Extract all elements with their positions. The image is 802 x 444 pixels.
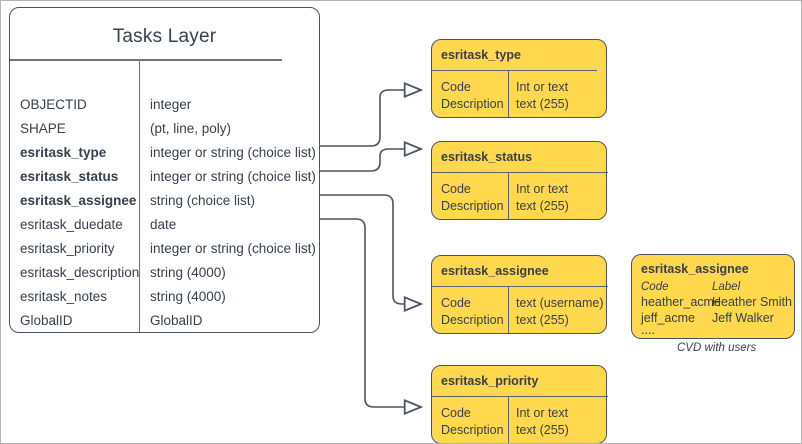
tasks-layer-title: Tasks Layer: [112, 26, 217, 47]
field-type-objectid: integer: [150, 97, 192, 112]
cvd-box-header-label: Label: [712, 281, 741, 293]
domain-box-esritask-priority-left-code: Code: [441, 406, 471, 420]
domain-box-esritask-assignee-right-desc: text (255): [516, 313, 569, 327]
field-type-esritask-duedate: date: [150, 217, 177, 232]
domain-box-esritask-priority-left-desc: Description: [441, 423, 504, 437]
field-name-esritask-notes: esritask_notes: [20, 289, 108, 304]
domain-box-esritask-type-right-desc: text (255): [516, 97, 569, 111]
domain-box-esritask-priority-right-code: Int or text: [516, 406, 569, 420]
domain-box-esritask-status-title: esritask_status: [441, 150, 533, 164]
field-type-esritask-assignee: string (choice list): [150, 193, 256, 208]
cvd-box-row-label-0: Heather Smith: [712, 295, 792, 309]
field-name-globalid: GlobalID: [20, 313, 73, 328]
domain-box-esritask-type[interactable]: esritask_type Code Description Int or te…: [431, 39, 607, 118]
cvd-box-caption: CVD with users: [677, 342, 757, 354]
field-name-esritask-type: esritask_type: [20, 145, 107, 160]
domain-box-esritask-status-left-code: Code: [441, 182, 471, 196]
tasks-layer-entity[interactable]: Tasks Layer OBJECTID integer SHAPE (pt, …: [9, 7, 320, 333]
domain-box-esritask-priority[interactable]: esritask_priority Code Description Int o…: [431, 365, 608, 443]
edge-to-esritask-type: [320, 90, 421, 147]
domain-box-esritask-assignee-hdivider: [432, 286, 608, 288]
tasks-layer-header-divider: [10, 59, 282, 61]
field-name-esritask-status: esritask_status: [20, 169, 119, 184]
cvd-box-esritask-assignee[interactable]: esritask_assignee Code Label heather_acm…: [631, 254, 795, 339]
cvd-box-ellipsis: ....: [641, 323, 655, 337]
field-name-esritask-duedate: esritask_duedate: [20, 217, 123, 232]
domain-box-esritask-priority-title: esritask_priority: [441, 374, 539, 388]
field-type-esritask-notes: string (4000): [150, 289, 226, 304]
field-type-globalid: GlobalID: [150, 313, 203, 328]
cvd-box-row-code-0: heather_acme: [641, 295, 721, 309]
domain-box-esritask-status-hdivider: [432, 172, 608, 174]
field-name-esritask-priority: esritask_priority: [20, 241, 115, 256]
field-name-objectid: OBJECTID: [20, 97, 87, 112]
domain-box-esritask-assignee-right-code: text (username): [516, 296, 604, 310]
field-type-esritask-description: string (4000): [150, 265, 226, 280]
domain-box-esritask-assignee-left-code: Code: [441, 296, 471, 310]
cvd-box-title: esritask_assignee: [641, 262, 749, 276]
domain-box-esritask-type-left-desc: Description: [441, 97, 504, 111]
field-type-esritask-priority: integer or string (choice list): [150, 241, 316, 256]
domain-box-esritask-status[interactable]: esritask_status Code Description Int or …: [431, 141, 608, 220]
field-name-esritask-description: esritask_description: [20, 265, 140, 280]
domain-box-esritask-status-right-code: Int or text: [516, 182, 569, 196]
domain-box-esritask-assignee-vdivider: [508, 286, 510, 333]
edge-to-esritask-priority: [320, 218, 421, 407]
domain-box-esritask-priority-right-desc: text (255): [516, 423, 569, 437]
tasks-layer-column-divider: [139, 59, 141, 332]
domain-box-esritask-priority-hdivider: [432, 396, 608, 398]
field-name-esritask-assignee: esritask_assignee: [20, 193, 137, 208]
domain-box-esritask-priority-vdivider: [508, 396, 510, 443]
field-type-esritask-type: integer or string (choice list): [150, 145, 316, 160]
domain-box-esritask-type-right-code: Int or text: [516, 80, 569, 94]
field-type-esritask-status: integer or string (choice list): [150, 169, 316, 184]
domain-box-esritask-assignee[interactable]: esritask_assignee Code Description text …: [431, 255, 608, 334]
edge-to-esritask-status: [320, 149, 421, 172]
domain-box-esritask-status-right-desc: text (255): [516, 199, 569, 213]
domain-box-esritask-assignee-left-desc: Description: [441, 313, 504, 327]
field-type-shape: (pt, line, poly): [150, 121, 232, 136]
domain-box-esritask-type-title: esritask_type: [441, 48, 521, 62]
edge-to-esritask-assignee: [320, 194, 421, 304]
cvd-box-row-code-1: jeff_acme: [641, 311, 695, 325]
cvd-box-row-label-1: Jeff Walker: [712, 311, 774, 325]
domain-box-esritask-type-hdivider: [432, 70, 597, 72]
domain-box-esritask-type-vdivider: [508, 70, 510, 117]
domain-box-esritask-status-vdivider: [508, 172, 510, 219]
field-name-shape: SHAPE: [20, 121, 66, 136]
domain-box-esritask-type-left-code: Code: [441, 80, 471, 94]
domain-box-esritask-assignee-title: esritask_assignee: [441, 264, 549, 278]
domain-box-esritask-status-left-desc: Description: [441, 199, 504, 213]
cvd-box-header-code: Code: [641, 281, 669, 293]
